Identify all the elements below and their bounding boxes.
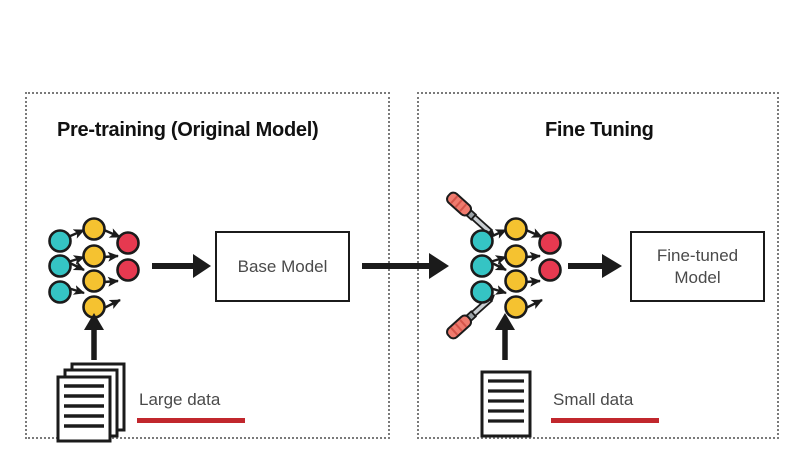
panel-title-pretraining: Pre-training (Original Model) <box>57 119 319 141</box>
base-model-box: Base Model <box>215 231 350 302</box>
finetuned-model-label-line2: Model <box>674 267 721 287</box>
base-model-label: Base Model <box>237 256 328 276</box>
large-data-label: Large data <box>139 390 221 409</box>
finetuned-model-box: Fine-tuned Model <box>630 231 765 302</box>
panel-title-finetuning: Fine Tuning <box>545 119 654 141</box>
finetuned-model-label: Fine-tuned Model <box>657 245 738 288</box>
large-data-underline <box>137 418 245 423</box>
finetuned-model-label-line1: Fine-tuned <box>656 246 739 266</box>
small-data-label: Small data <box>553 390 634 409</box>
small-data-underline <box>551 418 659 423</box>
